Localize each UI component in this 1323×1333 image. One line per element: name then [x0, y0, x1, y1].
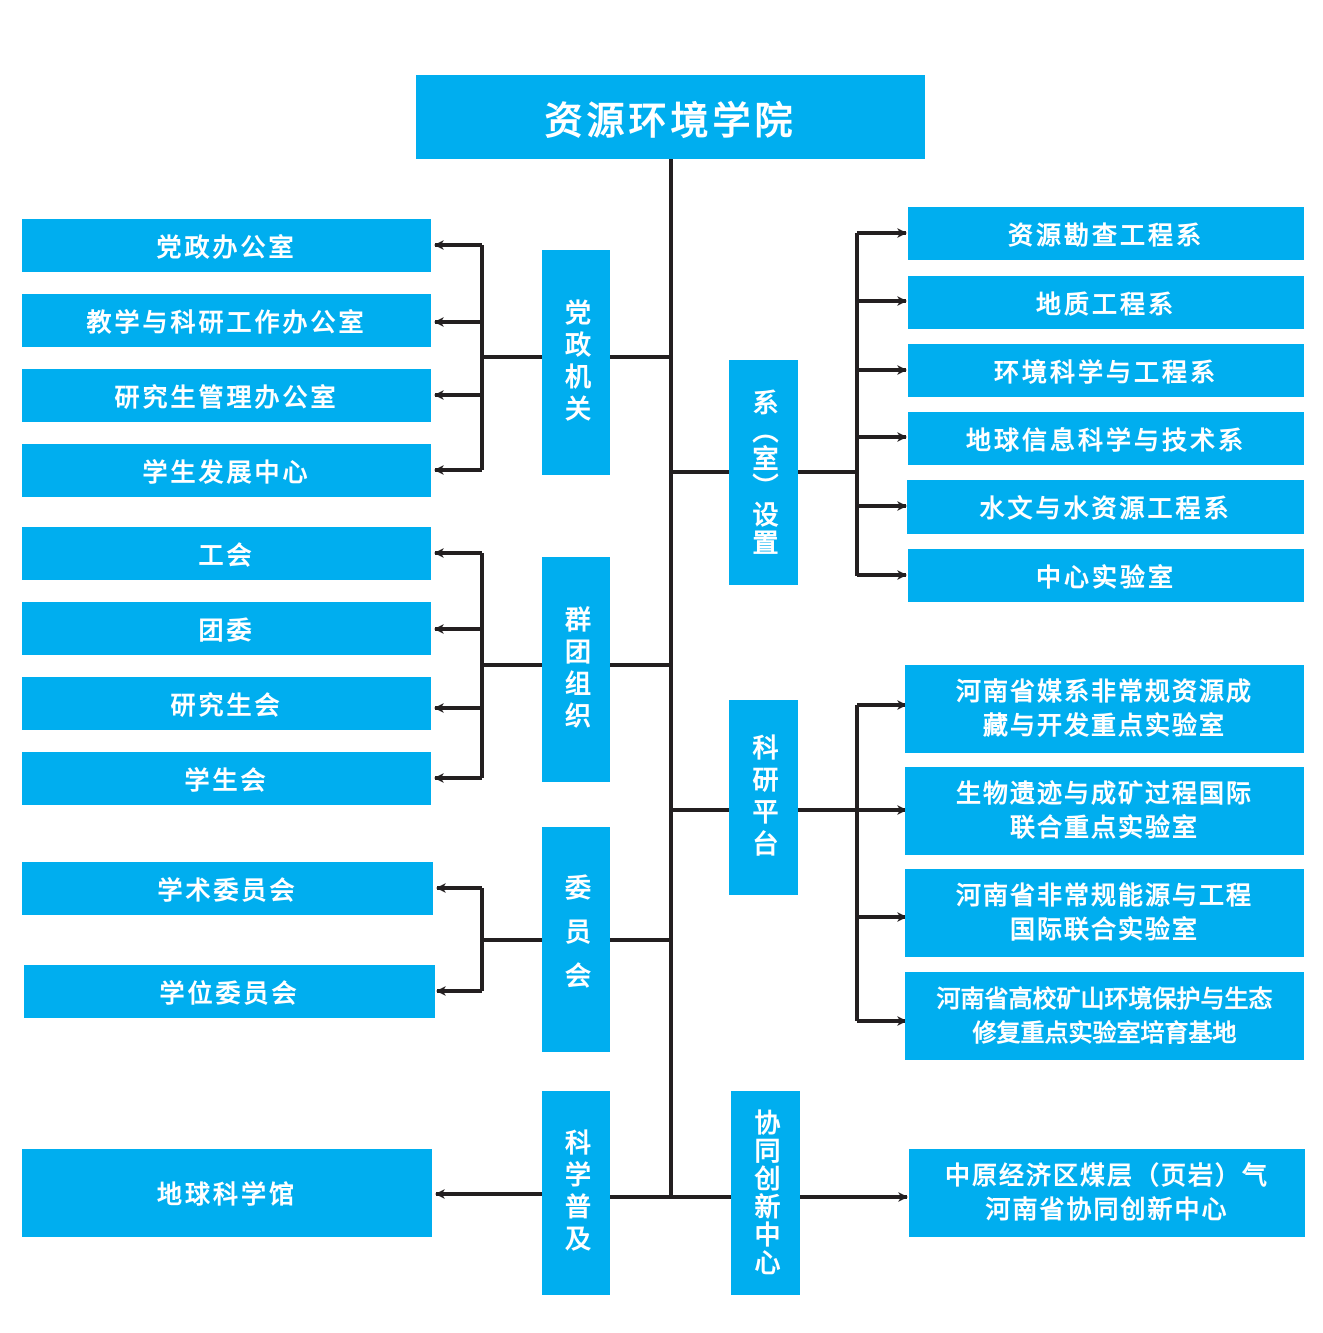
- leaf-label: 地质工程系: [1035, 289, 1176, 319]
- leaf-label-line1: 河南省媒系非常规资源成: [955, 677, 1253, 706]
- leaf-graduate-union[interactable]: 研究生会: [22, 677, 431, 730]
- leaf-label-line1: 中原经济区煤层（页岩）气: [944, 1161, 1269, 1190]
- group-collaborative-innovation[interactable]: 协同创新中心: [731, 1091, 800, 1295]
- leaf-teaching-research-office[interactable]: 教学与科研工作办公室: [22, 294, 431, 347]
- leaf-label: 地球信息科学与技术系: [965, 425, 1246, 455]
- leaf-label: 水文与水资源工程系: [979, 494, 1232, 523]
- leaf-academic-committee[interactable]: 学术委员会: [22, 862, 433, 915]
- leaf-hydrology-dept[interactable]: 水文与水资源工程系: [907, 480, 1304, 534]
- leaf-unconventional-energy-lab[interactable]: 河南省非常规能源与工程 国际联合实验室: [905, 869, 1304, 957]
- root-node[interactable]: 资源环境学院: [416, 75, 925, 159]
- group-committees[interactable]: 委员会: [542, 827, 610, 1052]
- leaf-geological-engineering-dept[interactable]: 地质工程系: [908, 276, 1304, 329]
- leaf-label-line2: 修复重点实验室培育基地: [972, 1019, 1237, 1047]
- group-mass-organizations[interactable]: 群团组织: [542, 557, 610, 782]
- group-research-platforms[interactable]: 科研平台: [729, 700, 798, 895]
- leaf-label-line2: 联合重点实验室: [1009, 813, 1199, 842]
- leaf-student-development-center[interactable]: 学生发展中心: [22, 444, 431, 497]
- leaf-earth-science-museum[interactable]: 地球科学馆: [22, 1149, 432, 1237]
- group-science-popularization[interactable]: 科学普及: [542, 1091, 610, 1295]
- leaf-label-line2: 国际联合实验室: [1009, 915, 1199, 944]
- leaf-label-line1: 生物遗迹与成矿过程国际: [955, 779, 1253, 808]
- leaf-biotrace-mineralization-lab[interactable]: 生物遗迹与成矿过程国际 联合重点实验室: [905, 767, 1304, 855]
- leaf-labor-union[interactable]: 工会: [22, 527, 431, 580]
- leaf-label-line1: 河南省非常规能源与工程: [955, 881, 1253, 910]
- leaf-coalbed-gas-innovation-center[interactable]: 中原经济区煤层（页岩）气 河南省协同创新中心: [909, 1149, 1305, 1237]
- leaf-label-line1: 河南省高校矿山环境保护与生态: [936, 985, 1273, 1013]
- leaf-central-laboratory[interactable]: 中心实验室: [908, 549, 1304, 602]
- group-party-admin[interactable]: 党政机关: [542, 250, 610, 475]
- leaf-label-line2: 藏与开发重点实验室: [982, 711, 1226, 740]
- leaf-coal-unconventional-resources-lab[interactable]: 河南省媒系非常规资源成 藏与开发重点实验室: [905, 665, 1304, 753]
- leaf-label: 资源勘查工程系: [1007, 220, 1204, 250]
- leaf-geoinformatics-dept[interactable]: 地球信息科学与技术系: [908, 412, 1304, 465]
- group-departments[interactable]: 系（室）设置: [729, 360, 798, 585]
- leaf-environmental-science-dept[interactable]: 环境科学与工程系: [908, 344, 1304, 397]
- leaf-mine-environment-restoration-base[interactable]: 河南省高校矿山环境保护与生态 修复重点实验室培育基地: [905, 972, 1304, 1060]
- leaf-youth-league[interactable]: 团委: [22, 602, 431, 655]
- leaf-label: 中心实验室: [1035, 562, 1176, 592]
- leaf-label: 环境科学与工程系: [993, 357, 1218, 387]
- leaf-label-line2: 河南省协同创新中心: [985, 1195, 1229, 1224]
- leaf-party-office[interactable]: 党政办公室: [22, 219, 431, 272]
- leaf-student-union[interactable]: 学生会: [22, 752, 431, 805]
- leaf-graduate-office[interactable]: 研究生管理办公室: [22, 369, 431, 422]
- leaf-degree-committee[interactable]: 学位委员会: [24, 965, 435, 1018]
- leaf-resource-exploration-dept[interactable]: 资源勘查工程系: [908, 207, 1304, 260]
